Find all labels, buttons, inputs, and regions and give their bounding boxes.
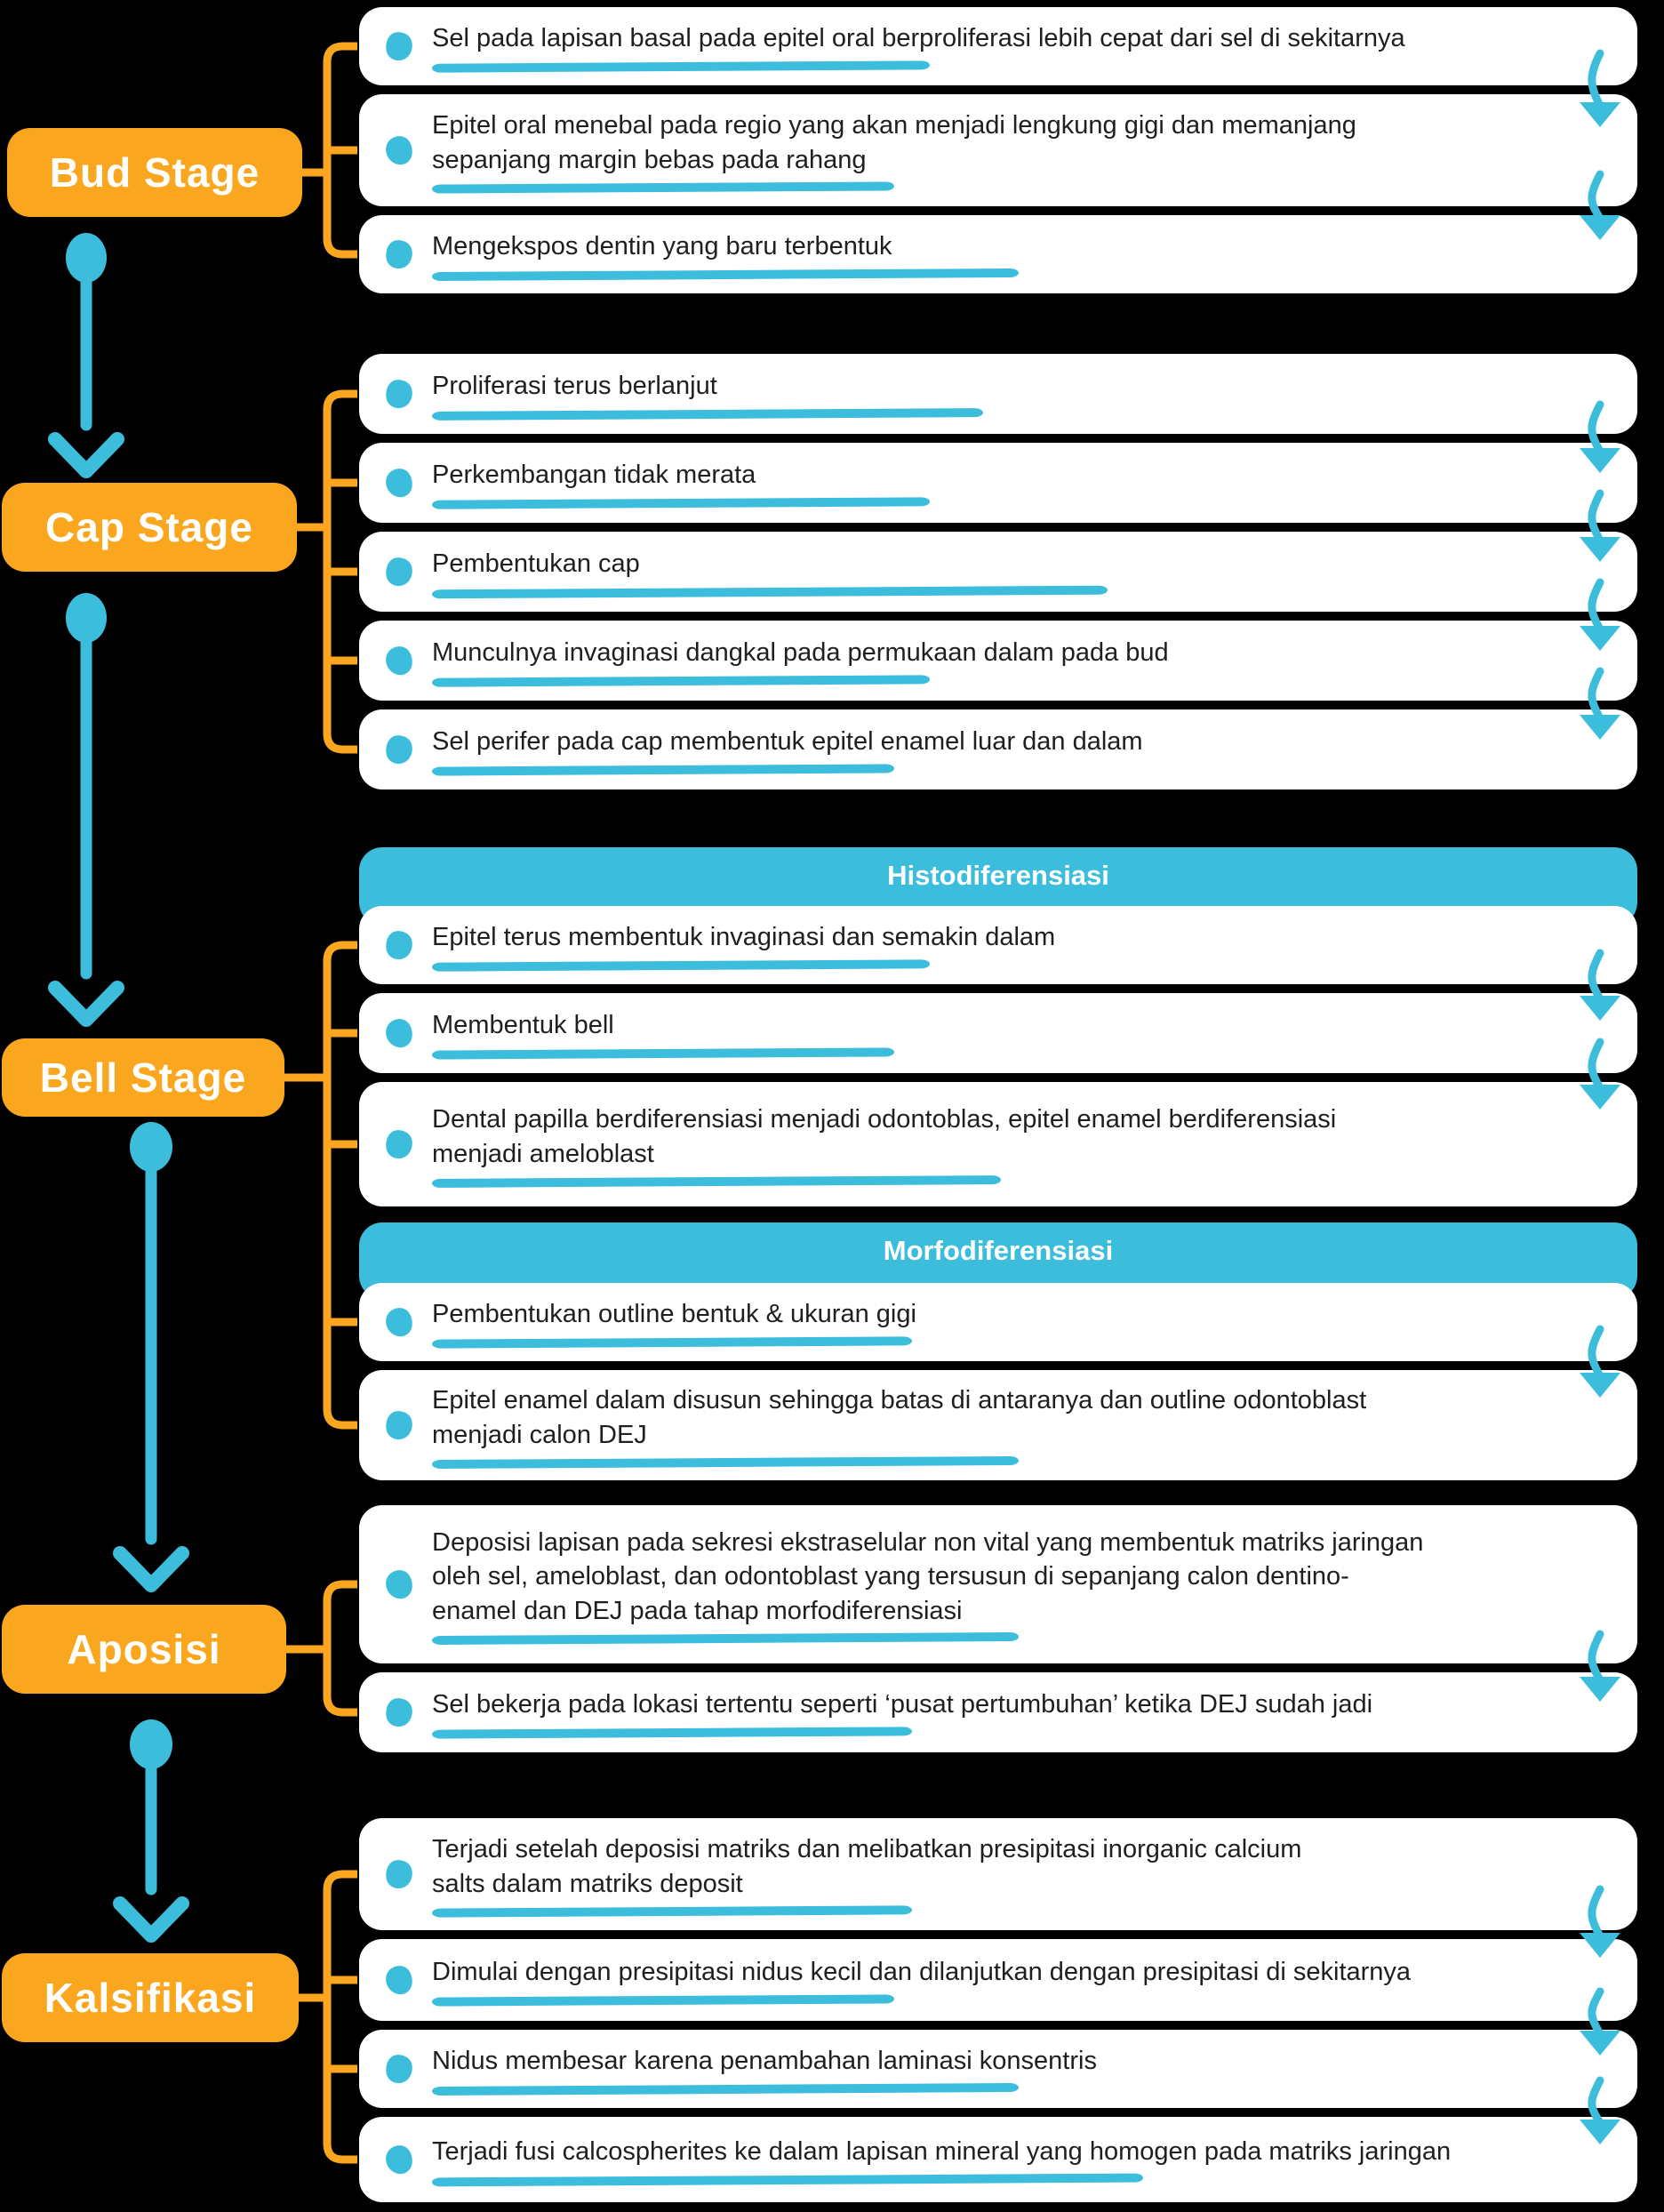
list-item: Epitel enamel dalam disusun sehingga bat…	[359, 1370, 1637, 1480]
item-text: Epitel terus membentuk invaginasi dan se…	[432, 923, 1056, 952]
underline-scribble	[431, 1905, 913, 1918]
list-item: Terjadi fusi calcospherites ke dalam lap…	[359, 2117, 1637, 2202]
bullet-icon	[383, 377, 415, 411]
list-item: Sel bekerja pada lokasi tertentu seperti…	[359, 1672, 1637, 1752]
bullet-icon	[383, 1857, 415, 1891]
stage-label: Cap Stage	[45, 504, 253, 550]
underline-scribble	[431, 1726, 913, 1739]
stage-box-bud: Bud Stage	[7, 128, 302, 217]
list-item: Pembentukan cap	[359, 532, 1637, 612]
stage-label: Aposisi	[67, 1626, 221, 1672]
subsection-title: Histodiferensiasi	[887, 860, 1109, 891]
item-text: Epitel enamel dalam disusun sehingga bat…	[432, 1386, 1367, 1449]
bullet-icon	[383, 1127, 415, 1161]
item-text: Sel perifer pada cap membentuk epitel en…	[432, 727, 1143, 757]
connector-cap-bell	[48, 593, 124, 1027]
bracket-bud	[300, 42, 357, 259]
list-item: Epitel terus membentuk invaginasi dan se…	[359, 906, 1637, 984]
underline-scribble	[431, 1047, 895, 1060]
bullet-icon	[384, 1306, 414, 1338]
stage-label: Bud Stage	[49, 149, 260, 196]
list-item: Dimulai dengan presipitasi nidus kecil d…	[359, 1939, 1637, 2021]
bullet-icon	[383, 1695, 415, 1729]
bullet-icon	[384, 1964, 414, 1996]
list-item: Proliferasi terus berlanjut	[359, 354, 1637, 434]
bullet-icon	[384, 645, 414, 677]
bracket-kalsifikasi	[297, 1870, 357, 2164]
bullet-icon	[384, 1568, 414, 1600]
list-item: Epitel oral menebal pada regio yang akan…	[359, 94, 1637, 206]
item-text: Sel bekerja pada lokasi tertentu seperti…	[432, 1690, 1373, 1719]
stage-box-kalsifikasi: Kalsifikasi	[2, 1953, 299, 2042]
bullet-icon	[384, 1017, 414, 1049]
underline-scribble	[431, 958, 931, 972]
list-item: Mengekspos dentin yang baru terbentuk	[359, 215, 1637, 293]
bullet-icon	[383, 237, 415, 271]
underline-scribble	[431, 60, 931, 73]
bullet-icon	[383, 2052, 415, 2086]
underline-scribble	[431, 407, 984, 421]
list-item: Terjadi setelah deposisi matriks dan mel…	[359, 1818, 1637, 1930]
item-text: Deposisi lapisan pada sekresi ekstraselu…	[432, 1528, 1424, 1625]
list-item: Dental papilla berdiferensiasi menjadi o…	[359, 1082, 1637, 1206]
bullet-icon	[383, 29, 415, 63]
item-text: Pembentukan outline bentuk & ukuran gigi	[432, 1300, 916, 1329]
underline-scribble	[431, 1174, 1002, 1188]
stage-box-cap: Cap Stage	[2, 483, 297, 572]
underline-scribble	[431, 2082, 1020, 2096]
item-text: Sel pada lapisan basal pada epitel oral …	[432, 24, 1405, 53]
stage-box-aposisi: Aposisi	[2, 1605, 286, 1694]
list-item: Sel perifer pada cap membentuk epitel en…	[359, 709, 1637, 789]
connector-bud-cap	[48, 233, 124, 478]
item-text: Nidus membesar karena penambahan laminas…	[432, 2047, 1097, 2076]
underline-scribble	[431, 1335, 913, 1349]
item-text: Terjadi setelah deposisi matriks dan mel…	[432, 1835, 1302, 1898]
item-text: Munculnya invaginasi dangkal pada permuk…	[432, 638, 1169, 668]
underline-scribble	[431, 585, 1108, 598]
stage-label: Kalsifikasi	[44, 1975, 257, 2021]
bullet-icon	[384, 467, 414, 499]
connector-aposisi-kalsifikasi	[113, 1719, 189, 1943]
list-item: Perkembangan tidak merata	[359, 443, 1637, 523]
connector-bell-aposisi	[113, 1122, 189, 1592]
bullet-icon	[383, 733, 415, 766]
item-text: Terjadi fusi calcospherites ke dalam lap…	[432, 2137, 1452, 2167]
list-item: Munculnya invaginasi dangkal pada permuk…	[359, 621, 1637, 701]
bracket-cap	[295, 389, 357, 754]
bullet-icon	[384, 134, 414, 166]
underline-scribble	[431, 1994, 895, 2007]
item-text: Dimulai dengan presipitasi nidus kecil d…	[432, 1958, 1412, 1987]
item-text: Pembentukan cap	[432, 549, 640, 579]
list-item: Pembentukan outline bentuk & ukuran gigi	[359, 1283, 1637, 1361]
underline-scribble	[431, 268, 1020, 281]
bracket-bell	[283, 941, 357, 1430]
underline-scribble	[431, 496, 931, 509]
list-item: Deposisi lapisan pada sekresi ekstraselu…	[359, 1505, 1637, 1663]
item-text: Membentuk bell	[432, 1011, 614, 1040]
underline-scribble	[431, 181, 895, 194]
list-item: Membentuk bell	[359, 993, 1637, 1073]
bullet-icon	[383, 928, 415, 962]
underline-scribble	[431, 1455, 1020, 1469]
list-item: Nidus membesar karena penambahan laminas…	[359, 2030, 1637, 2108]
stage-box-bell: Bell Stage	[2, 1038, 284, 1117]
underline-scribble	[431, 2173, 1144, 2187]
item-text: Dental papilla berdiferensiasi menjadi o…	[432, 1105, 1337, 1168]
bullet-icon	[383, 1408, 415, 1442]
underline-scribble	[431, 764, 895, 776]
item-text: Perkembangan tidak merata	[432, 461, 756, 490]
bullet-icon	[383, 555, 415, 589]
underline-scribble	[431, 1631, 1020, 1645]
underline-scribble	[431, 674, 931, 687]
bracket-aposisi	[284, 1580, 357, 1717]
item-text: Mengekspos dentin yang baru terbentuk	[432, 232, 892, 261]
list-item: Sel pada lapisan basal pada epitel oral …	[359, 7, 1637, 85]
stage-label: Bell Stage	[39, 1054, 247, 1101]
subsection-title: Morfodiferensiasi	[883, 1235, 1114, 1266]
item-text: Proliferasi terus berlanjut	[432, 372, 717, 401]
bullet-icon	[384, 2144, 414, 2176]
item-text: Epitel oral menebal pada regio yang akan…	[432, 111, 1356, 174]
